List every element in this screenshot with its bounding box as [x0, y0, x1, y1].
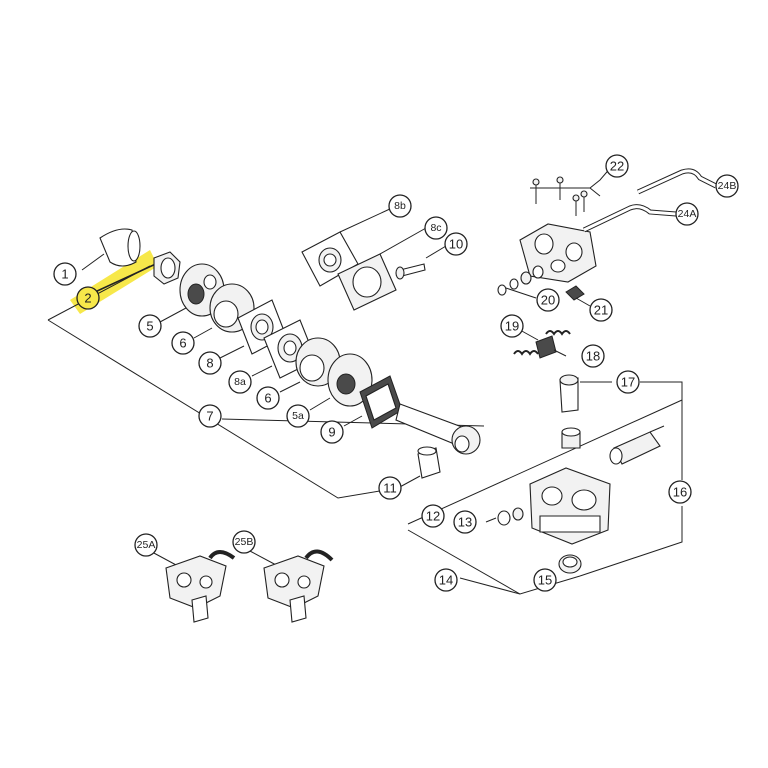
upper-valve-body: [519, 223, 597, 283]
svg-text:16: 16: [673, 485, 687, 500]
callout-15[interactable]: 15: [533, 568, 557, 592]
svg-text:7: 7: [206, 409, 213, 424]
callout-13[interactable]: 13: [453, 510, 477, 534]
callout-24B[interactable]: 24B: [715, 174, 739, 198]
svg-text:2: 2: [84, 291, 91, 306]
svg-text:21: 21: [594, 303, 608, 318]
svg-text:18: 18: [586, 349, 600, 364]
svg-text:24A: 24A: [678, 208, 697, 220]
part-15-ring: [558, 554, 582, 574]
callout-22[interactable]: 22: [605, 154, 629, 178]
callout-20[interactable]: 20: [536, 288, 560, 312]
callout-8c[interactable]: 8c: [424, 216, 448, 240]
part-10-bolt: [395, 245, 447, 280]
callout-5a[interactable]: 5a: [286, 404, 310, 428]
svg-text:17: 17: [621, 375, 635, 390]
callout-18[interactable]: 18: [581, 344, 605, 368]
left-assembly-bracket: [47, 265, 485, 499]
svg-text:25B: 25B: [235, 536, 254, 548]
svg-text:11: 11: [383, 481, 397, 496]
valve-25B: [247, 549, 334, 623]
svg-text:8b: 8b: [394, 200, 406, 212]
svg-text:6: 6: [264, 391, 271, 406]
svg-text:13: 13: [458, 515, 472, 530]
callout-7[interactable]: 7: [198, 404, 222, 428]
svg-text:10: 10: [449, 237, 463, 252]
part-cup: [561, 427, 581, 449]
svg-text:1: 1: [61, 267, 68, 282]
right-lower-bracket: [407, 381, 683, 595]
callout-24A[interactable]: 24A: [675, 202, 699, 226]
callout-6-upper[interactable]: 6: [171, 331, 195, 355]
part-18-valve: [535, 335, 567, 359]
callout-10[interactable]: 10: [444, 232, 468, 256]
part-19-springs: [513, 329, 571, 356]
svg-text:22: 22: [610, 159, 624, 174]
callout-8a[interactable]: 8a: [228, 370, 252, 394]
part-17-cylinder: [559, 374, 612, 413]
part-21-clip: [565, 285, 591, 307]
callout-6-lower[interactable]: 6: [256, 386, 280, 410]
svg-text:8c: 8c: [430, 222, 441, 234]
svg-text:8: 8: [206, 356, 213, 371]
callout-16[interactable]: 16: [668, 480, 692, 504]
part-1-cap: [81, 228, 141, 271]
svg-text:6: 6: [179, 336, 186, 351]
part-22-screws: [530, 165, 613, 216]
callout-2[interactable]: 2: [76, 286, 100, 310]
svg-text:9: 9: [328, 425, 335, 440]
svg-text:25A: 25A: [137, 539, 156, 551]
svg-text:5a: 5a: [292, 410, 304, 422]
part-tube-sleeve: [395, 403, 481, 455]
callout-9[interactable]: 9: [320, 420, 344, 444]
part-13-washers: [485, 507, 524, 526]
svg-text:20: 20: [541, 293, 555, 308]
part-8c-flange: [337, 227, 427, 311]
callout-12[interactable]: 12: [421, 504, 445, 528]
part-8b-plate: [301, 207, 393, 287]
callout-25A[interactable]: 25A: [134, 533, 158, 557]
callout-14[interactable]: 14: [434, 568, 458, 592]
svg-text:8a: 8a: [234, 376, 246, 388]
svg-text:12: 12: [426, 509, 440, 524]
part-pin-tube: [609, 425, 665, 465]
callout-8[interactable]: 8: [198, 351, 222, 375]
svg-text:5: 5: [146, 319, 153, 334]
callout-17[interactable]: 17: [616, 370, 640, 394]
callout-5[interactable]: 5: [138, 314, 162, 338]
callout-25B[interactable]: 25B: [232, 530, 256, 554]
svg-text:19: 19: [505, 319, 519, 334]
callout-21[interactable]: 21: [589, 298, 613, 322]
svg-text:15: 15: [538, 573, 552, 588]
part-20-seals: [497, 265, 544, 299]
callout-11[interactable]: 11: [378, 476, 402, 500]
main-housing: [529, 467, 611, 545]
part-11-bushing: [397, 446, 441, 489]
part-24B-tube: [636, 168, 718, 195]
valve-25A: [151, 550, 236, 623]
svg-text:24B: 24B: [718, 180, 737, 192]
callout-19[interactable]: 19: [500, 314, 524, 338]
svg-text:14: 14: [439, 573, 453, 588]
callout-1[interactable]: 1: [53, 262, 77, 286]
callout-8b[interactable]: 8b: [388, 194, 412, 218]
part-24A-tube: [582, 204, 677, 233]
part-9-block: [343, 375, 403, 429]
